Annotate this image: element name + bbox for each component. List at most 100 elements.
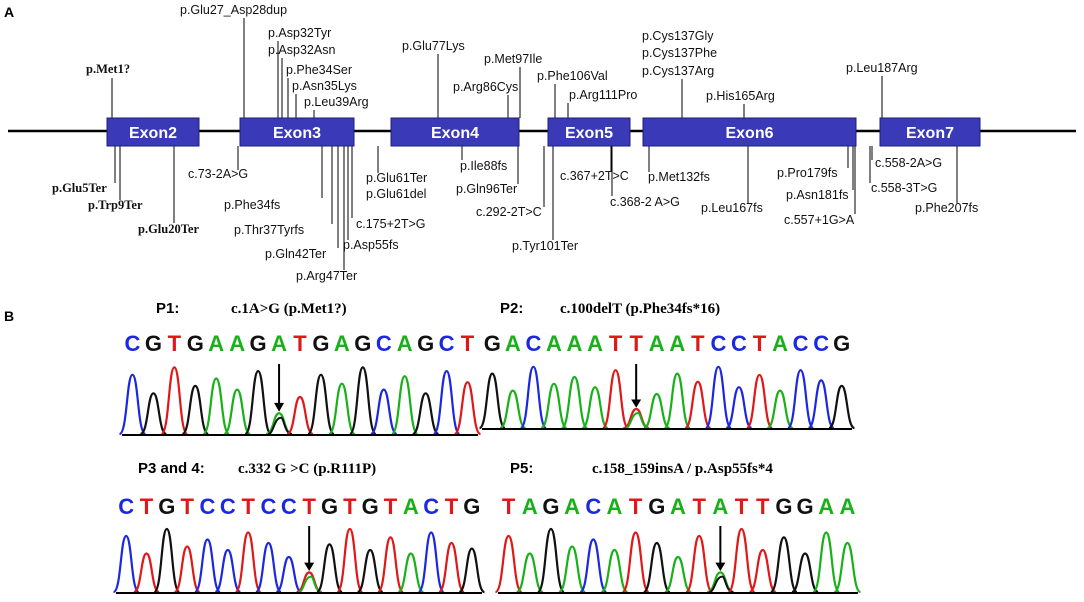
mutation-label: p.Glu61del bbox=[366, 187, 426, 201]
trace-peak bbox=[833, 541, 862, 594]
exon-label: Exon4 bbox=[431, 125, 479, 142]
mutation-label: p.Trp9Ter bbox=[88, 198, 143, 212]
trace-peak bbox=[704, 365, 733, 430]
mutation-label: p.Arg86Cys bbox=[453, 80, 518, 94]
trace-peak bbox=[181, 384, 210, 436]
trace-peak bbox=[643, 392, 671, 430]
mutation-label: p.Phe207fs bbox=[915, 201, 978, 215]
exon-box bbox=[390, 117, 520, 147]
base-call: A bbox=[522, 494, 538, 519]
base-call: T bbox=[461, 331, 475, 356]
base-call: C bbox=[376, 331, 392, 356]
base-call: A bbox=[505, 331, 521, 356]
base-call: G bbox=[484, 331, 501, 356]
trace-peak-secondary bbox=[267, 416, 293, 435]
trace-peak bbox=[727, 527, 756, 594]
base-call: A bbox=[546, 331, 562, 356]
trace-peak bbox=[791, 552, 819, 594]
trace-peak bbox=[664, 555, 692, 594]
base-call: C bbox=[118, 494, 134, 519]
base-call: G bbox=[833, 331, 850, 356]
trace-peak bbox=[153, 527, 181, 594]
base-call: G bbox=[187, 331, 204, 356]
mutation-label: p.His165Arg bbox=[706, 89, 775, 103]
mutation-label: p.Glu61Ter bbox=[366, 171, 427, 185]
trace-peak bbox=[348, 366, 377, 436]
exon-box bbox=[239, 117, 355, 147]
base-call: A bbox=[712, 494, 728, 519]
base-call: C bbox=[710, 331, 726, 356]
trace-peak bbox=[684, 380, 712, 430]
base-call: A bbox=[564, 494, 580, 519]
base-call: T bbox=[629, 331, 643, 356]
trace-peak bbox=[223, 388, 251, 436]
mutation-arrow-head bbox=[715, 562, 726, 571]
mutation-label: c.368-2 A>G bbox=[610, 195, 680, 209]
trace-peak bbox=[725, 386, 753, 430]
chromatogram-title-p5: P5: bbox=[510, 460, 533, 477]
chromatogram-title-p3: P3 and 4: bbox=[138, 460, 205, 477]
trace-peak bbox=[494, 534, 523, 594]
trace-peak bbox=[286, 395, 314, 436]
base-call: A bbox=[607, 494, 623, 519]
base-call: A bbox=[397, 331, 413, 356]
trace-peak bbox=[642, 541, 672, 594]
base-call: A bbox=[649, 331, 665, 356]
trace-peak bbox=[516, 552, 544, 594]
trace-peak bbox=[769, 536, 799, 594]
base-call: G bbox=[775, 494, 792, 519]
mutation-label: p.Leu39Arg bbox=[304, 95, 369, 109]
base-call: T bbox=[609, 331, 623, 356]
chromatogram-mutation-p1: c.1A>G (p.Met1?) bbox=[231, 301, 347, 317]
exon-label: Exon2 bbox=[129, 125, 177, 142]
trace-peak bbox=[581, 386, 609, 430]
base-call: T bbox=[241, 494, 255, 519]
trace-peak bbox=[786, 369, 815, 430]
mutation-leader-lines bbox=[111, 18, 958, 270]
base-call: A bbox=[229, 331, 245, 356]
exon-exon3: Exon3 bbox=[239, 117, 355, 147]
mutation-label: p.Asp32Tyr bbox=[268, 26, 331, 40]
base-call: C bbox=[125, 331, 141, 356]
base-call: T bbox=[302, 494, 316, 519]
trace-peak bbox=[812, 531, 841, 594]
trace-peak bbox=[828, 384, 856, 430]
trace-peak-secondary bbox=[625, 412, 650, 429]
mutation-label: p.Cys137Phe bbox=[642, 46, 717, 60]
base-call: T bbox=[445, 494, 459, 519]
base-call: A bbox=[587, 331, 603, 356]
mutation-label: c.558-3T>G bbox=[871, 181, 937, 195]
base-call: A bbox=[669, 331, 685, 356]
exon-exon4: Exon4 bbox=[390, 117, 520, 147]
exon-label: Exon6 bbox=[725, 125, 773, 142]
base-call: G bbox=[321, 494, 338, 519]
mutation-label: p.Met97Ile bbox=[484, 52, 542, 66]
trace-peak bbox=[234, 531, 262, 594]
mutation-label: p.Glu77Lys bbox=[402, 39, 465, 53]
panel-label-b: B bbox=[4, 308, 14, 324]
trace-peak bbox=[118, 373, 147, 436]
panel-label-a: A bbox=[4, 4, 14, 20]
base-call: T bbox=[629, 494, 643, 519]
trace-peak bbox=[536, 527, 566, 594]
mutation-label: c.175+2T>G bbox=[356, 217, 426, 231]
base-call: T bbox=[753, 331, 767, 356]
mutation-label: p.Leu187Arg bbox=[846, 61, 918, 75]
mutation-label: p.Thr37Tyrfs bbox=[234, 223, 304, 237]
mutation-label: p.Phe106Val bbox=[537, 69, 608, 83]
base-call: C bbox=[423, 494, 439, 519]
trace-peak bbox=[327, 382, 356, 436]
base-call: T bbox=[692, 494, 706, 519]
base-call: T bbox=[691, 331, 705, 356]
mutation-label: p.Cys137Gly bbox=[642, 29, 714, 43]
mutation-label: c.558-2A>G bbox=[875, 156, 942, 170]
base-call: G bbox=[542, 494, 559, 519]
mutation-label: p.Glu5Ter bbox=[52, 181, 107, 195]
trace-peak bbox=[356, 548, 384, 594]
mutation-label: p.Gln96Ter bbox=[456, 182, 517, 196]
exon-exon2: Exon2 bbox=[106, 117, 200, 147]
